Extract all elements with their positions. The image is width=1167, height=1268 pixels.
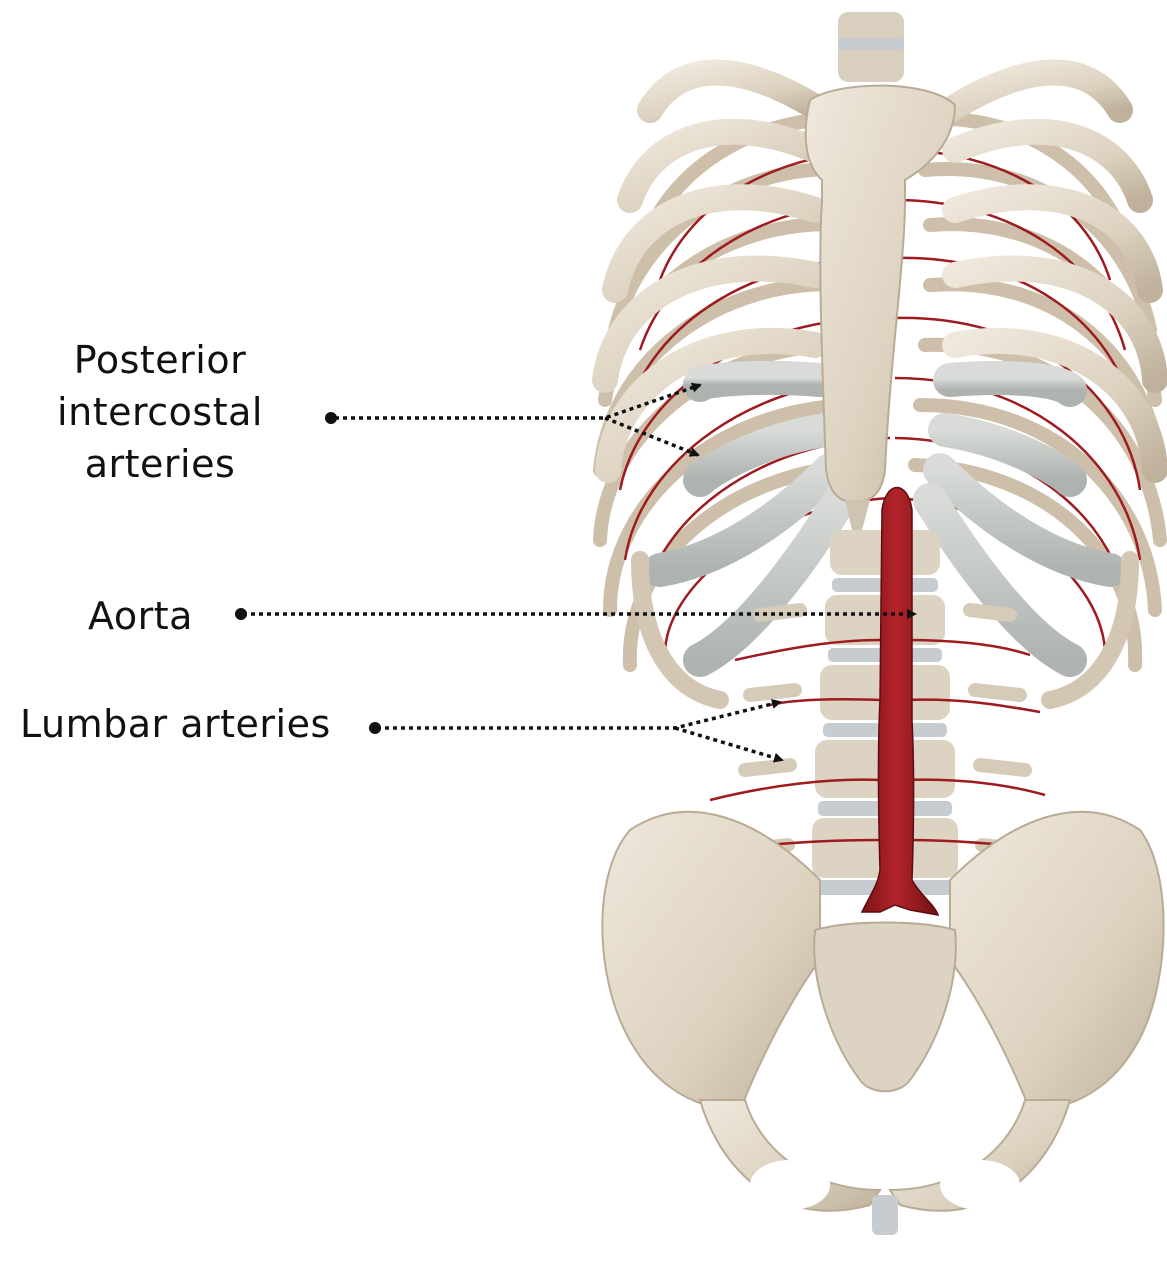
right-obturator (940, 1160, 1020, 1210)
upper-spine (838, 12, 904, 82)
left-ilium (602, 812, 820, 1110)
label-line: Posterior (30, 334, 290, 386)
leader-dot (369, 722, 381, 734)
sacrum (814, 923, 956, 1092)
label-aorta: Aorta (88, 590, 193, 642)
xiphoid (845, 500, 870, 530)
pubic-symphysis (872, 1195, 898, 1235)
right-ilium (950, 812, 1164, 1110)
label-line: arteries (30, 438, 290, 490)
leader-dot (235, 608, 247, 620)
leader-dot (325, 412, 337, 424)
label-line: intercostal (30, 386, 290, 438)
label-posterior-intercostal-arteries: Posterior intercostal arteries (30, 334, 290, 490)
label-lumbar-arteries: Lumbar arteries (20, 698, 331, 750)
left-obturator (750, 1160, 830, 1210)
lumbar-leader-lower (675, 728, 782, 760)
